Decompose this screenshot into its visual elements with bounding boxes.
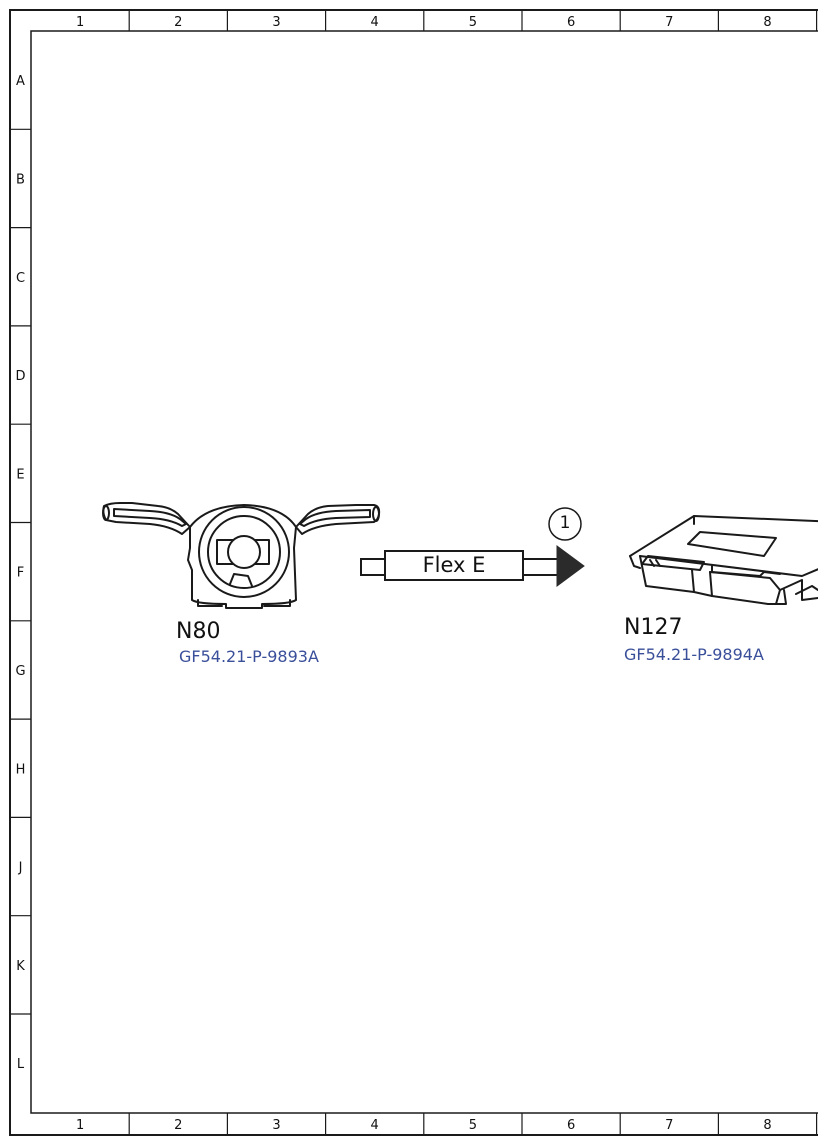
- grid-column-label: 8: [763, 15, 771, 30]
- direction-arrow-icon: [556, 545, 585, 587]
- grid-column-label: 2: [174, 1118, 182, 1133]
- grid-row-label: A: [16, 74, 25, 89]
- grid-column-label: 2: [174, 15, 182, 30]
- grid-row-label: D: [15, 369, 25, 384]
- grid-row-label: L: [17, 1057, 25, 1072]
- grid-bottom-columns: 1 2 3 4 5 6 7 8: [76, 1113, 818, 1135]
- grid-left-rows: A B C D E F G H J K L: [10, 74, 31, 1072]
- grid-row-label: H: [16, 762, 26, 777]
- grid-column-label: 4: [371, 1118, 379, 1133]
- grid-top-columns: 1 2 3 4 5 6 7 8: [76, 10, 818, 31]
- grid-row-label: B: [16, 172, 25, 187]
- bus-label-flex-e: Flex E: [422, 553, 486, 577]
- connector-stub-right: [522, 558, 559, 576]
- grid-column-label: 1: [76, 1118, 84, 1133]
- grid-row-label: C: [16, 271, 25, 286]
- grid-column-label: 5: [469, 1118, 477, 1133]
- component-ref-link-n80[interactable]: GF54.21-P-9893A: [179, 647, 319, 666]
- grid-column-label: 3: [272, 1118, 280, 1133]
- grid-column-label: 7: [665, 1118, 673, 1133]
- grid-column-label: 6: [567, 15, 575, 30]
- component-id-n127: N127: [624, 615, 683, 640]
- connector-stub-left: [360, 558, 387, 576]
- grid-column-label: 7: [665, 15, 673, 30]
- grid-row-label: E: [16, 467, 24, 482]
- grid-row-label: J: [18, 861, 23, 876]
- n127-control-unit-icon: [629, 515, 818, 605]
- grid-column-label: 3: [272, 15, 280, 30]
- grid-column-label: 6: [567, 1118, 575, 1133]
- component-ref-link-n127[interactable]: GF54.21-P-9894A: [624, 645, 764, 664]
- flex-e-connection: [360, 507, 585, 587]
- bus-label-box: [384, 550, 524, 581]
- callout-number: 1: [559, 513, 571, 533]
- grid-column-label: 1: [76, 15, 84, 30]
- grid-column-label: 5: [469, 15, 477, 30]
- component-id-n80: N80: [176, 619, 221, 644]
- n80-steering-column-switch-icon: [102, 502, 381, 609]
- grid-row-label: K: [16, 959, 25, 974]
- outer-frame: [9, 9, 818, 1136]
- grid-column-label: 4: [371, 15, 379, 30]
- callout-circle: [548, 507, 582, 541]
- inner-frame: [30, 30, 818, 1114]
- grid-row-label: F: [17, 566, 24, 581]
- grid-column-label: 8: [763, 1118, 771, 1133]
- grid-row-label: G: [15, 664, 25, 679]
